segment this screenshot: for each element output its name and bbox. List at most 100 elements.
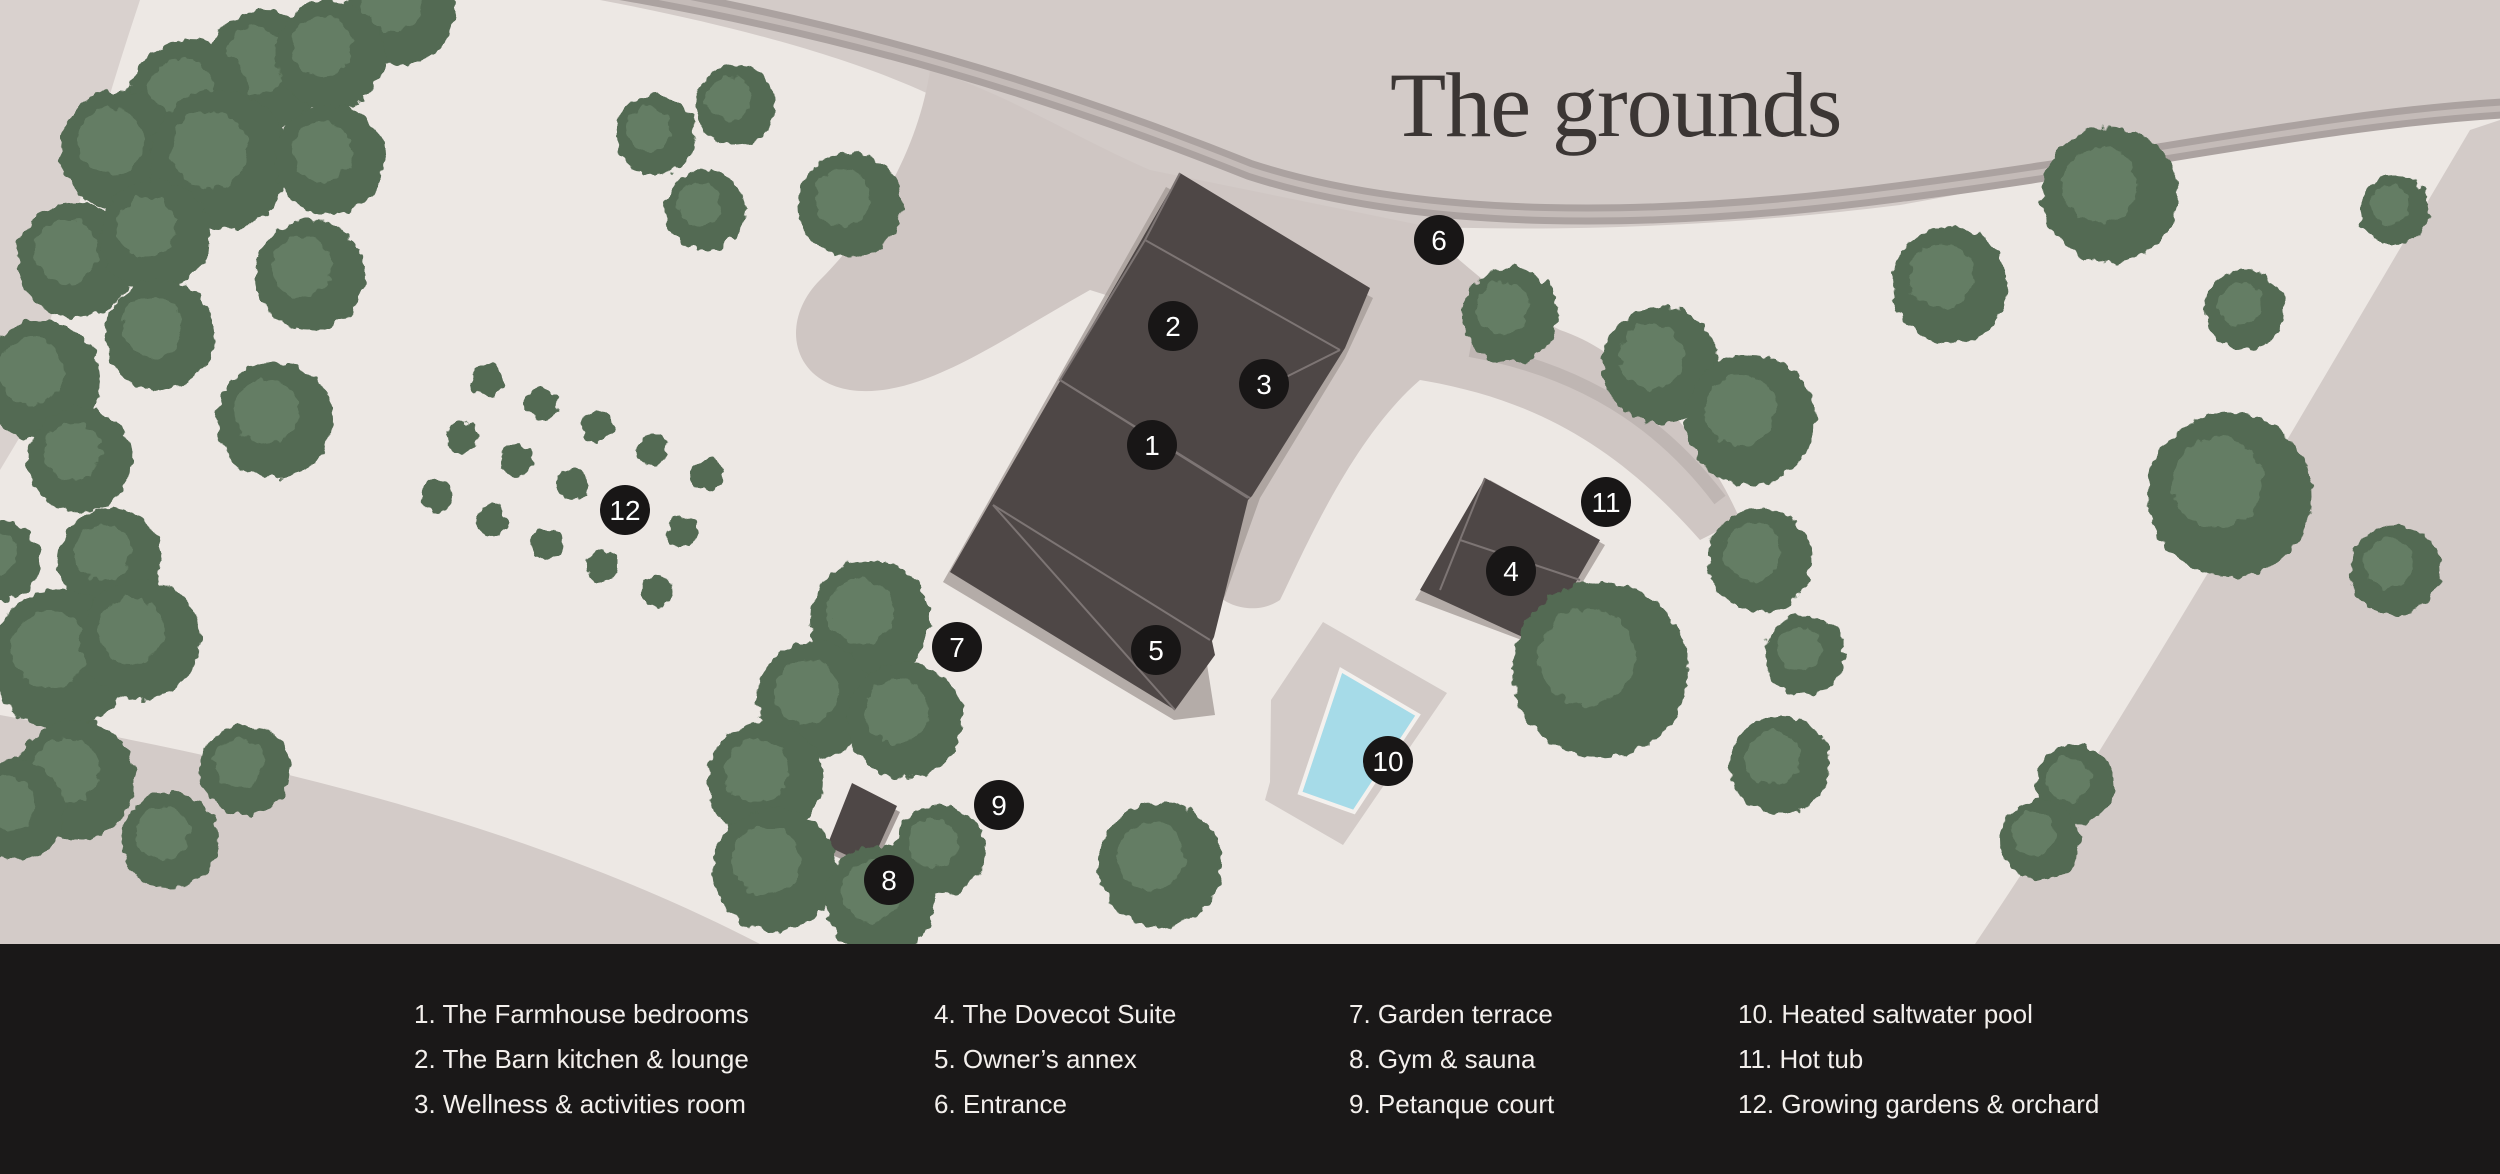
tree-icon — [60, 90, 180, 210]
marker-label: 7 — [949, 632, 965, 663]
roof-ridges — [992, 172, 1341, 711]
marker-label: 11 — [1591, 487, 1620, 518]
map-marker-2[interactable]: 2 — [1148, 301, 1198, 351]
map-marker-7[interactable]: 7 — [932, 622, 982, 672]
legend-item: 4. The Dovecot Suite — [934, 999, 1177, 1029]
tree-icon — [1462, 267, 1558, 363]
tree-icon — [895, 805, 985, 895]
tree-icon — [2205, 270, 2285, 350]
legend-item: 10. Heated saltwater pool — [1738, 999, 2033, 1029]
map-marker-8[interactable]: 8 — [864, 855, 914, 905]
legend-column: 7. Garden terrace 8. Gym & sauna 9. Peta… — [1349, 992, 1554, 1127]
marker-label: 6 — [1431, 225, 1447, 256]
orchard-tree-icon — [476, 504, 508, 536]
legend-item: 7. Garden terrace — [1349, 999, 1553, 1029]
marker-label: 5 — [1148, 635, 1164, 666]
tree-icon — [1765, 615, 1845, 695]
access-road-centre — [658, 0, 2500, 218]
map-marker-11[interactable]: 11 — [1581, 477, 1631, 527]
map-marker-3[interactable]: 3 — [1239, 359, 1289, 409]
marker-circle — [1131, 625, 1181, 675]
legend-item: 6. Entrance — [934, 1089, 1067, 1119]
marker-circle — [1148, 301, 1198, 351]
tree-icon — [707, 722, 823, 838]
map-marker-5[interactable]: 5 — [1131, 625, 1181, 675]
tree-icon — [1708, 508, 1812, 612]
tree-icon — [0, 520, 40, 600]
orchard-tree-icon — [691, 458, 723, 490]
marker-circle — [932, 622, 982, 672]
tree-icon — [275, 105, 385, 215]
orchard-tree-icon — [501, 445, 533, 477]
legend-panel: 1. The Farmhouse bedrooms 2. The Barn ki… — [0, 944, 2500, 1174]
marker-circle — [864, 855, 914, 905]
legend-item: 8. Gym & sauna — [1349, 1044, 1536, 1074]
marker-circle — [1239, 359, 1289, 409]
tree-icon — [275, 0, 385, 110]
tree-icon — [1098, 803, 1222, 927]
legend-item: 3. Wellness & activities room — [414, 1089, 746, 1119]
legend-column: 4. The Dovecot Suite 5. Owner’s annex 6.… — [934, 992, 1176, 1127]
tree-icon — [798, 153, 902, 257]
orchard-tree-icon — [471, 364, 503, 396]
orchard-tree-icon — [581, 411, 613, 443]
saltwater-pool — [1297, 667, 1421, 815]
marker-circle — [1581, 477, 1631, 527]
legend-item: 12. Growing gardens & orchard — [1738, 1089, 2100, 1119]
tree-icon — [1892, 227, 2008, 343]
tree-icon — [713, 808, 837, 932]
tree-icon — [1685, 355, 1815, 485]
orchard-tree-icon — [586, 551, 618, 583]
marker-circle — [1486, 546, 1536, 596]
tree-icon — [255, 220, 365, 330]
dovecot-ridges — [1439, 477, 1581, 591]
map-marker-10[interactable]: 10 — [1363, 736, 1413, 786]
orchard-tree-icon — [526, 388, 558, 420]
legend-item: 11. Hot tub — [1738, 1044, 1864, 1074]
legend-item: 2. The Barn kitchen & lounge — [414, 1044, 749, 1074]
tree-icon — [105, 280, 215, 390]
orchard-tree-icon — [556, 468, 588, 500]
tree-icon — [615, 95, 695, 175]
map-marker-6[interactable]: 6 — [1414, 215, 1464, 265]
orchard-tree-icon — [446, 421, 478, 453]
marker-label: 1 — [1144, 430, 1160, 461]
tree-icon — [200, 725, 290, 815]
gym-roof — [827, 783, 897, 866]
map-marker-4[interactable]: 4 — [1486, 546, 1536, 596]
tree-icon — [80, 580, 200, 700]
tree-icon — [217, 362, 333, 478]
tree-icon — [2000, 800, 2080, 880]
tree-icon — [2148, 413, 2312, 577]
tree-icon — [1512, 582, 1688, 758]
marker-label: 9 — [991, 790, 1007, 821]
legend-item: 5. Owner’s annex — [934, 1044, 1137, 1074]
marker-circle — [1363, 736, 1413, 786]
marker-circle — [600, 485, 650, 535]
marker-circle — [1414, 215, 1464, 265]
tree-icon — [100, 180, 210, 290]
orchard-tree-icon — [531, 528, 563, 560]
map-marker-1[interactable]: 1 — [1127, 420, 1177, 470]
tree-icon — [1602, 307, 1718, 423]
legend-item: 1. The Farmhouse bedrooms — [414, 999, 749, 1029]
legend-column: 10. Heated saltwater pool 11. Hot tub 12… — [1738, 992, 2099, 1127]
map-marker-9[interactable]: 9 — [974, 780, 1024, 830]
southwest-field — [0, 715, 760, 944]
marker-label: 10 — [1372, 746, 1403, 777]
legend-item: 9. Petanque court — [1349, 1089, 1555, 1119]
tree-icon — [0, 760, 65, 860]
tree-icon — [122, 792, 218, 888]
marker-label: 3 — [1256, 369, 1272, 400]
page-title: The grounds — [1390, 54, 1842, 156]
map-marker-12[interactable]: 12 — [600, 485, 650, 535]
orchard-tree-icon — [641, 575, 673, 607]
tree-icon — [695, 65, 775, 145]
marker-label: 12 — [609, 495, 640, 526]
tree-icon — [2042, 127, 2178, 263]
tree-icon — [2360, 175, 2430, 245]
marker-circle — [1127, 420, 1177, 470]
